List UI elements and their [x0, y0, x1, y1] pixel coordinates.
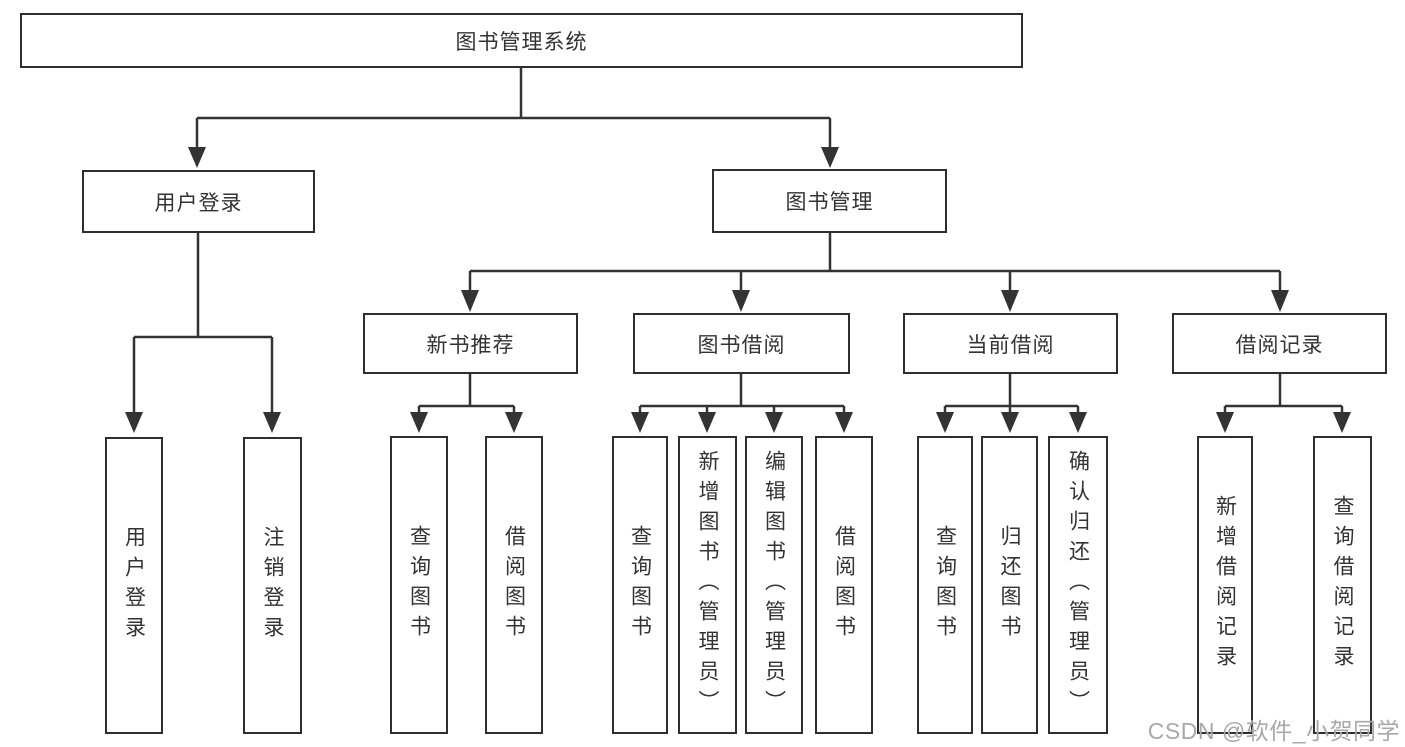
leaf-borrowsec-edit-books-admin: 编辑图书（管理员）	[745, 436, 803, 734]
csdn-watermark: CSDN @软件_小贺同学	[1147, 718, 1400, 744]
node-label: 当前借阅	[966, 333, 1055, 357]
node-book-borrowing: 图书借阅	[633, 313, 850, 374]
leaf-user-login: 用户登录	[105, 437, 163, 734]
node-label: 确认归还（管理员）	[1066, 450, 1090, 720]
node-label: 图书管理	[785, 191, 874, 214]
leaf-records-add-borrow-record: 新增借阅记录	[1197, 436, 1253, 734]
leaf-borrowsec-add-books-admin: 新增图书（管理员）	[678, 436, 737, 734]
node-label: 注销登录	[261, 525, 284, 646]
node-label: 用户登录	[122, 525, 146, 646]
leaf-current-query-books: 查询图书	[917, 436, 973, 734]
node-label: 新增图书（管理员）	[696, 450, 719, 720]
node-label: 图书管理系统	[455, 30, 588, 54]
leaf-newrec-query-books: 查询图书	[390, 436, 448, 734]
node-label: 借阅图书	[832, 525, 856, 645]
leaf-borrowsec-query-books: 查询图书	[612, 436, 668, 734]
leaf-logout-login: 注销登录	[243, 437, 302, 734]
node-label: 查询图书	[628, 525, 652, 645]
node-label: 查询图书	[407, 525, 431, 645]
leaf-borrowsec-borrow-books: 借阅图书	[815, 436, 873, 734]
node-label: 查询图书	[933, 525, 957, 645]
node-library-management-system: 图书管理系统	[20, 13, 1023, 68]
leaf-newrec-borrow-books: 借阅图书	[485, 436, 543, 734]
leaf-current-confirm-return-admin: 确认归还（管理员）	[1048, 436, 1108, 734]
node-new-book-recommend: 新书推荐	[363, 313, 578, 374]
node-label: 归还图书	[998, 525, 1021, 645]
node-current-borrowing: 当前借阅	[903, 313, 1118, 374]
leaf-records-query-borrow-record: 查询借阅记录	[1313, 436, 1372, 734]
node-label: 新书推荐	[426, 333, 515, 357]
node-label: 借阅记录	[1235, 333, 1324, 357]
node-borrowing-records: 借阅记录	[1172, 313, 1387, 374]
node-label: 图书借阅	[697, 333, 786, 357]
node-label: 新增借阅记录	[1213, 495, 1237, 675]
node-label: 编辑图书（管理员）	[762, 450, 786, 720]
node-label: 用户登录	[154, 191, 243, 215]
node-label: 借阅图书	[502, 525, 526, 645]
node-label: 查询借阅记录	[1331, 495, 1354, 675]
node-user-login: 用户登录	[82, 170, 315, 233]
node-book-management: 图书管理	[712, 169, 947, 233]
leaf-current-return-books: 归还图书	[981, 436, 1038, 734]
